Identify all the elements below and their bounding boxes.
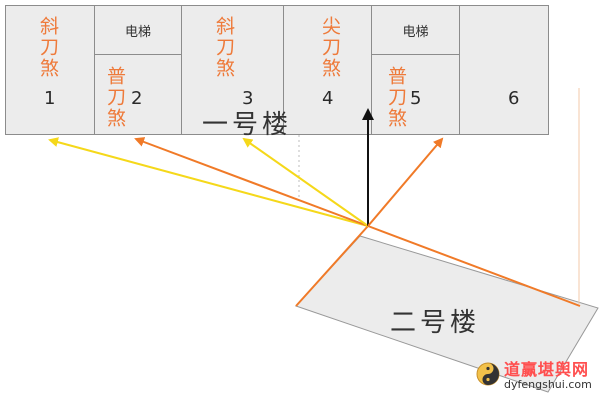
building-two-edge-line: [295, 225, 369, 307]
unit-6: 6: [459, 5, 549, 135]
arrow-to-unit-1: [48, 137, 369, 227]
building-one-label: 一号楼: [202, 110, 293, 140]
unit-1-sha-label: 斜刀煞: [37, 16, 59, 79]
elevator-2: 电梯: [371, 5, 460, 55]
arrow-to-unit-2: [134, 137, 369, 227]
unit-4: 尖刀煞 4: [283, 5, 372, 135]
unit-4-number: 4: [322, 88, 334, 109]
unit-3-sha-label: 斜刀煞: [213, 16, 235, 79]
unit-5: 电梯 普刀煞 5: [371, 5, 460, 135]
arrow-to-unit-5: [367, 137, 444, 227]
unit-1-number: 1: [44, 88, 56, 109]
unit-5-sha-label: 普刀煞: [385, 66, 407, 129]
elevator-2-label: 电梯: [402, 25, 429, 40]
unit-5-number: 5: [410, 88, 422, 109]
brand-watermark: 道赢堪舆网 dyfengshui.com: [476, 356, 596, 396]
unit-2-sha-label: 普刀煞: [104, 66, 126, 129]
unit-1: 斜刀煞 1: [5, 5, 95, 135]
brand-name: 道赢堪舆网: [504, 360, 590, 379]
unit-3: 斜刀煞 3: [181, 5, 284, 135]
unit-3-number: 3: [242, 88, 254, 109]
unit-2-number: 2: [131, 88, 143, 109]
arrow-to-unit-3: [242, 137, 369, 227]
elevator-1-label: 电梯: [124, 25, 151, 40]
building-two-edge-line-right: [367, 225, 581, 307]
yin-yang-icon: [476, 362, 500, 386]
unit-4-sha-label: 尖刀煞: [319, 16, 341, 79]
elevator-1: 电梯: [94, 5, 182, 55]
building-two-label: 二号楼: [390, 308, 481, 338]
brand-url: dyfengshui.com: [504, 378, 592, 391]
unit-6-number: 6: [508, 88, 520, 109]
